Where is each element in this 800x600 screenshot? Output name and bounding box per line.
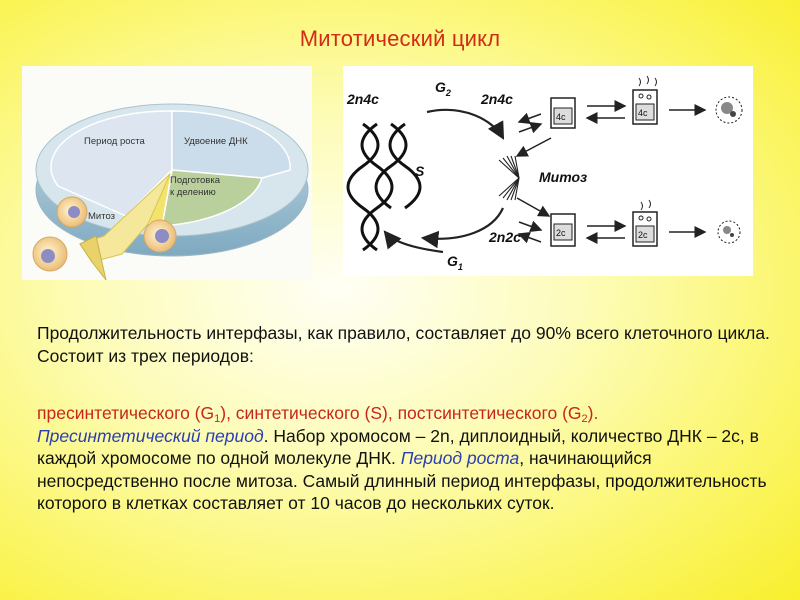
label-growth-period: Период роста (84, 136, 146, 147)
paragraph-interphase-duration: Продолжительность интерфазы, как правило… (37, 323, 770, 366)
tube-4c-label: 4c (556, 112, 566, 122)
tube-4c-icon: 4c (550, 97, 576, 129)
label-dna-replication: Удвоение ДНК (184, 136, 248, 147)
dna-replication-sector (171, 110, 291, 179)
term-presynthetic: Пресинтетический период (37, 425, 264, 446)
mitosis-arrow-face (79, 235, 107, 280)
label-prep-line2: к делению (170, 187, 216, 198)
period-list-end: ). (587, 403, 599, 423)
label-mitosis-right: Митоз (539, 169, 587, 185)
cell-top (56, 196, 88, 228)
tube-4c-reacted-icon: 4c (632, 75, 658, 125)
label-g2: G2 (435, 79, 451, 98)
tube-2c-reacted-label: 2c (638, 230, 648, 240)
mitosis-prep-sector (161, 169, 263, 227)
arrow-upper-1 (518, 121, 543, 134)
cell-cycle-pie-diagram: Период роста Удвоение ДНК Подготовка к д… (22, 66, 312, 280)
slide-title: Митотический цикл (299, 26, 501, 51)
arrow-upper-2 (517, 112, 542, 125)
period-s-g2-text: ), синтетического (S), постсинтетическог… (220, 403, 582, 423)
arrow-lower-return (516, 197, 551, 217)
period-g1-sub: 1 (214, 413, 221, 425)
label-mitosis: Митоз (88, 211, 115, 222)
growth-period-sector (50, 110, 173, 217)
tube-4c-reacted-label: 4c (638, 108, 648, 118)
mitotic-cycle-svg: 2n4c G2 2n4c S Митоз G1 2n2c (346, 75, 743, 272)
dna-helix-icon (346, 122, 422, 252)
cell-lower-icon (717, 220, 741, 244)
term-growth-period: Период роста (400, 448, 520, 468)
tube-2c-icon: 2c (550, 213, 576, 247)
spindle-icon (498, 155, 520, 201)
period-g2-sub: 2 (581, 413, 588, 425)
mitotic-cycle-schematic: 2n4c G2 2n4c S Митоз G1 2n2c (343, 66, 753, 276)
label-2n4c-right: 2n4c (480, 91, 513, 107)
growth-period-description: , начинающийся непосредственно после мит… (37, 448, 767, 513)
cell-cycle-pie-svg: Период роста Удвоение ДНК Подготовка к д… (32, 103, 309, 280)
cell-bottom-left (32, 236, 68, 272)
label-prep-line1: Подготовка (170, 175, 221, 186)
arrow-upper-return (515, 137, 552, 157)
tube-2c-label: 2c (556, 228, 566, 238)
tube-2c-reacted-icon: 2c (632, 199, 658, 247)
arrow-lower-1 (518, 220, 543, 233)
label-g1: G1 (447, 253, 463, 272)
label-2n4c-left: 2n4c (346, 91, 379, 107)
label-s: S (415, 163, 425, 179)
presynthetic-description: . Набор хромосом – 2n, диплоидный, колич… (37, 425, 759, 469)
label-2n2c: 2n2c (488, 229, 521, 245)
cell-right (143, 219, 177, 253)
arrow-g1-curve (420, 207, 505, 249)
period-g1-text: пресинтетического (G (37, 403, 215, 423)
cell-upper-icon (715, 96, 743, 124)
paragraph-interphase-periods: пресинтетического (G1), синтетического (… (37, 402, 777, 515)
arrow-g2-curve (426, 108, 505, 140)
periods-list: пресинтетического (G1), синтетического (… (37, 403, 599, 425)
arrow-lower-2 (517, 231, 542, 244)
arrow-g1-to-helix (383, 230, 444, 254)
